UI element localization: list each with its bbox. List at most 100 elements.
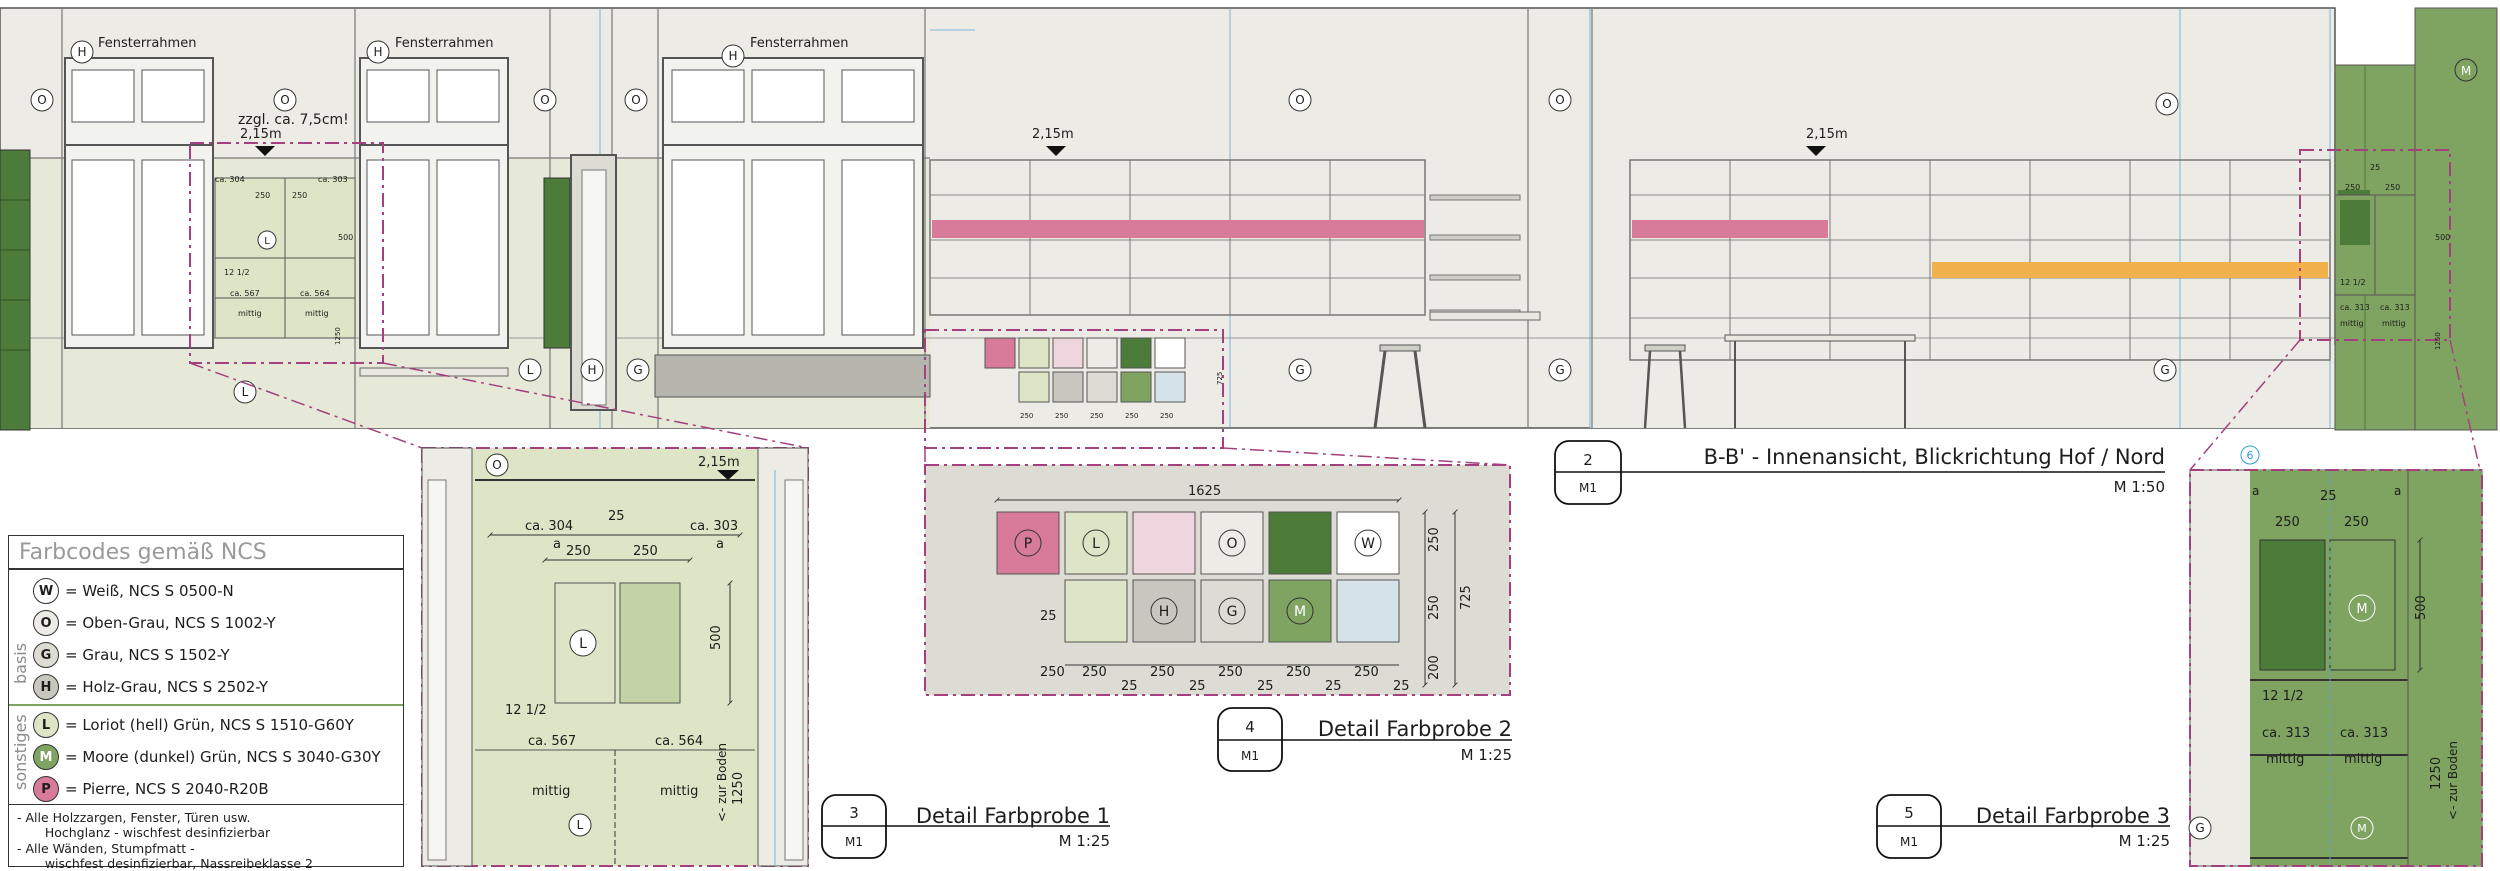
- svg-text:12 1/2: 12 1/2: [224, 268, 250, 277]
- svg-text:12 1/2: 12 1/2: [2262, 689, 2304, 704]
- svg-text:ca. 303: ca. 303: [690, 519, 738, 534]
- legend-chip-G: G: [33, 642, 59, 668]
- svg-text:250: 250: [1082, 665, 1107, 680]
- svg-text:6: 6: [2247, 449, 2254, 462]
- svg-text:250: 250: [1125, 412, 1138, 420]
- legend-chip-P: P: [33, 776, 59, 802]
- svg-text:H: H: [1159, 604, 1170, 620]
- svg-text:M: M: [1294, 604, 1306, 620]
- svg-text:L: L: [242, 385, 249, 399]
- svg-text:M: M: [2356, 602, 2367, 617]
- svg-text:3: 3: [849, 804, 859, 822]
- svg-text:mittig: mittig: [238, 309, 262, 318]
- legend-chip-M: M: [33, 744, 59, 770]
- svg-text:O: O: [540, 93, 549, 107]
- svg-text:G: G: [1555, 363, 1564, 377]
- svg-text:2,15m: 2,15m: [1806, 127, 1848, 142]
- svg-text:G: G: [2195, 821, 2204, 835]
- detail-farbprobe-1: O L L 2,15m ca. 304 a 25 ca. 303 a 250 2…: [421, 447, 809, 867]
- svg-text:P: P: [1024, 536, 1032, 552]
- svg-text:ca. 567: ca. 567: [230, 289, 260, 298]
- svg-text:250: 250: [255, 191, 270, 200]
- svg-text:250: 250: [2275, 515, 2300, 530]
- svg-text:25: 25: [2320, 489, 2337, 504]
- svg-text:G: G: [1227, 604, 1238, 620]
- svg-text:250: 250: [1427, 595, 1442, 620]
- svg-text:L: L: [527, 363, 534, 377]
- svg-text:mittig: mittig: [532, 784, 570, 799]
- shelving-right: [1629, 159, 2331, 361]
- window-2: [359, 57, 509, 349]
- svg-text:250: 250: [1160, 412, 1173, 420]
- detail-5-scale: M 1:25: [2119, 832, 2170, 850]
- svg-text:zzgl. ca. 7,5cm!: zzgl. ca. 7,5cm!: [238, 112, 349, 128]
- elevation-height-marks: 2,15m 2,15m 2,15m zzgl. ca. 7,5cm!: [238, 112, 1848, 156]
- detail-3-scale: M 1:25: [1059, 832, 1110, 850]
- elev-swatch-2: 725 250 250 250 250 250: [924, 329, 1224, 449]
- svg-text:2,15m: 2,15m: [240, 127, 282, 142]
- legend-group-basis: basis: [11, 642, 30, 684]
- svg-text:a: a: [716, 537, 724, 552]
- svg-text:<- zur Boden: <- zur Boden: [715, 743, 729, 822]
- svg-text:4: 4: [1245, 718, 1255, 736]
- svg-text:O: O: [631, 93, 640, 107]
- svg-text:500: 500: [2414, 595, 2429, 620]
- svg-text:mittig: mittig: [660, 784, 698, 799]
- detail-5-title: Detail Farbprobe 3: [1976, 804, 2170, 828]
- svg-text:G: G: [1295, 363, 1304, 377]
- legend-note-1: - Alle Holzzargen, Fenster, Türen usw. H…: [17, 810, 271, 840]
- legend-chip-W: W: [33, 578, 59, 604]
- svg-text:L: L: [1092, 536, 1100, 552]
- legend-title: Farbcodes gemäß NCS: [19, 540, 267, 565]
- svg-text:250: 250: [292, 191, 307, 200]
- svg-text:O: O: [492, 458, 501, 472]
- svg-text:M1: M1: [1900, 835, 1918, 849]
- detail-leaders: [189, 339, 2481, 471]
- legend-divider-notes: [9, 804, 403, 805]
- svg-text:mittig: mittig: [2344, 752, 2382, 767]
- svg-text:250: 250: [1150, 665, 1175, 680]
- svg-text:250: 250: [1055, 412, 1068, 420]
- svg-text:12 1/2: 12 1/2: [2340, 278, 2366, 287]
- svg-text:O: O: [280, 93, 289, 107]
- legend-divider-green: [9, 704, 403, 706]
- window-3: [662, 57, 924, 349]
- svg-text:L: L: [264, 236, 270, 247]
- svg-text:O: O: [1555, 93, 1564, 107]
- svg-text:1250: 1250: [334, 327, 342, 345]
- detail-5-marker: 5 M1 Detail Farbprobe 3 M 1:25: [1876, 794, 2170, 859]
- svg-text:250: 250: [2344, 515, 2369, 530]
- svg-text:H: H: [587, 363, 596, 377]
- side-table: [359, 367, 509, 377]
- svg-text:ca. 567: ca. 567: [528, 734, 576, 749]
- elevation-title: B-B' - Innenansicht, Blickrichtung Hof /…: [1704, 445, 2165, 469]
- legend-group-other: sonstiges: [11, 714, 30, 790]
- svg-text:500: 500: [338, 233, 353, 242]
- svg-text:ca. 313: ca. 313: [2380, 303, 2410, 312]
- left-cabinet: [0, 149, 617, 431]
- window-1: [64, 57, 214, 349]
- svg-text:W: W: [1361, 536, 1375, 552]
- svg-text:ca. 564: ca. 564: [300, 289, 330, 298]
- svg-text:25: 25: [1325, 679, 1342, 694]
- svg-text:250: 250: [2345, 183, 2360, 192]
- svg-text:L: L: [579, 636, 587, 652]
- svg-text:ca. 304: ca. 304: [215, 175, 245, 184]
- detail-4-scale: M 1:25: [1461, 746, 1512, 764]
- legend-entry-L: L = Loriot (hell) Grün, NCS S 1510-G60Y: [33, 712, 354, 738]
- svg-text:M1: M1: [845, 835, 863, 849]
- svg-text:L: L: [577, 818, 584, 832]
- legend-entry-W: W = Weiß, NCS S 0500-N: [33, 578, 234, 604]
- shelving-left: [929, 159, 1521, 316]
- svg-text:O: O: [37, 93, 46, 107]
- svg-text:25: 25: [608, 509, 625, 524]
- svg-text:O: O: [1295, 93, 1304, 107]
- svg-text:mittig: mittig: [2266, 752, 2304, 767]
- svg-text:5: 5: [1904, 804, 1914, 822]
- svg-text:a: a: [2394, 484, 2401, 498]
- color-legend: Farbcodes gemäß NCS basis sonstiges W = …: [8, 535, 404, 871]
- svg-text:a: a: [2252, 484, 2259, 498]
- svg-text:mittig: mittig: [2382, 319, 2406, 328]
- svg-text:O: O: [1226, 536, 1237, 552]
